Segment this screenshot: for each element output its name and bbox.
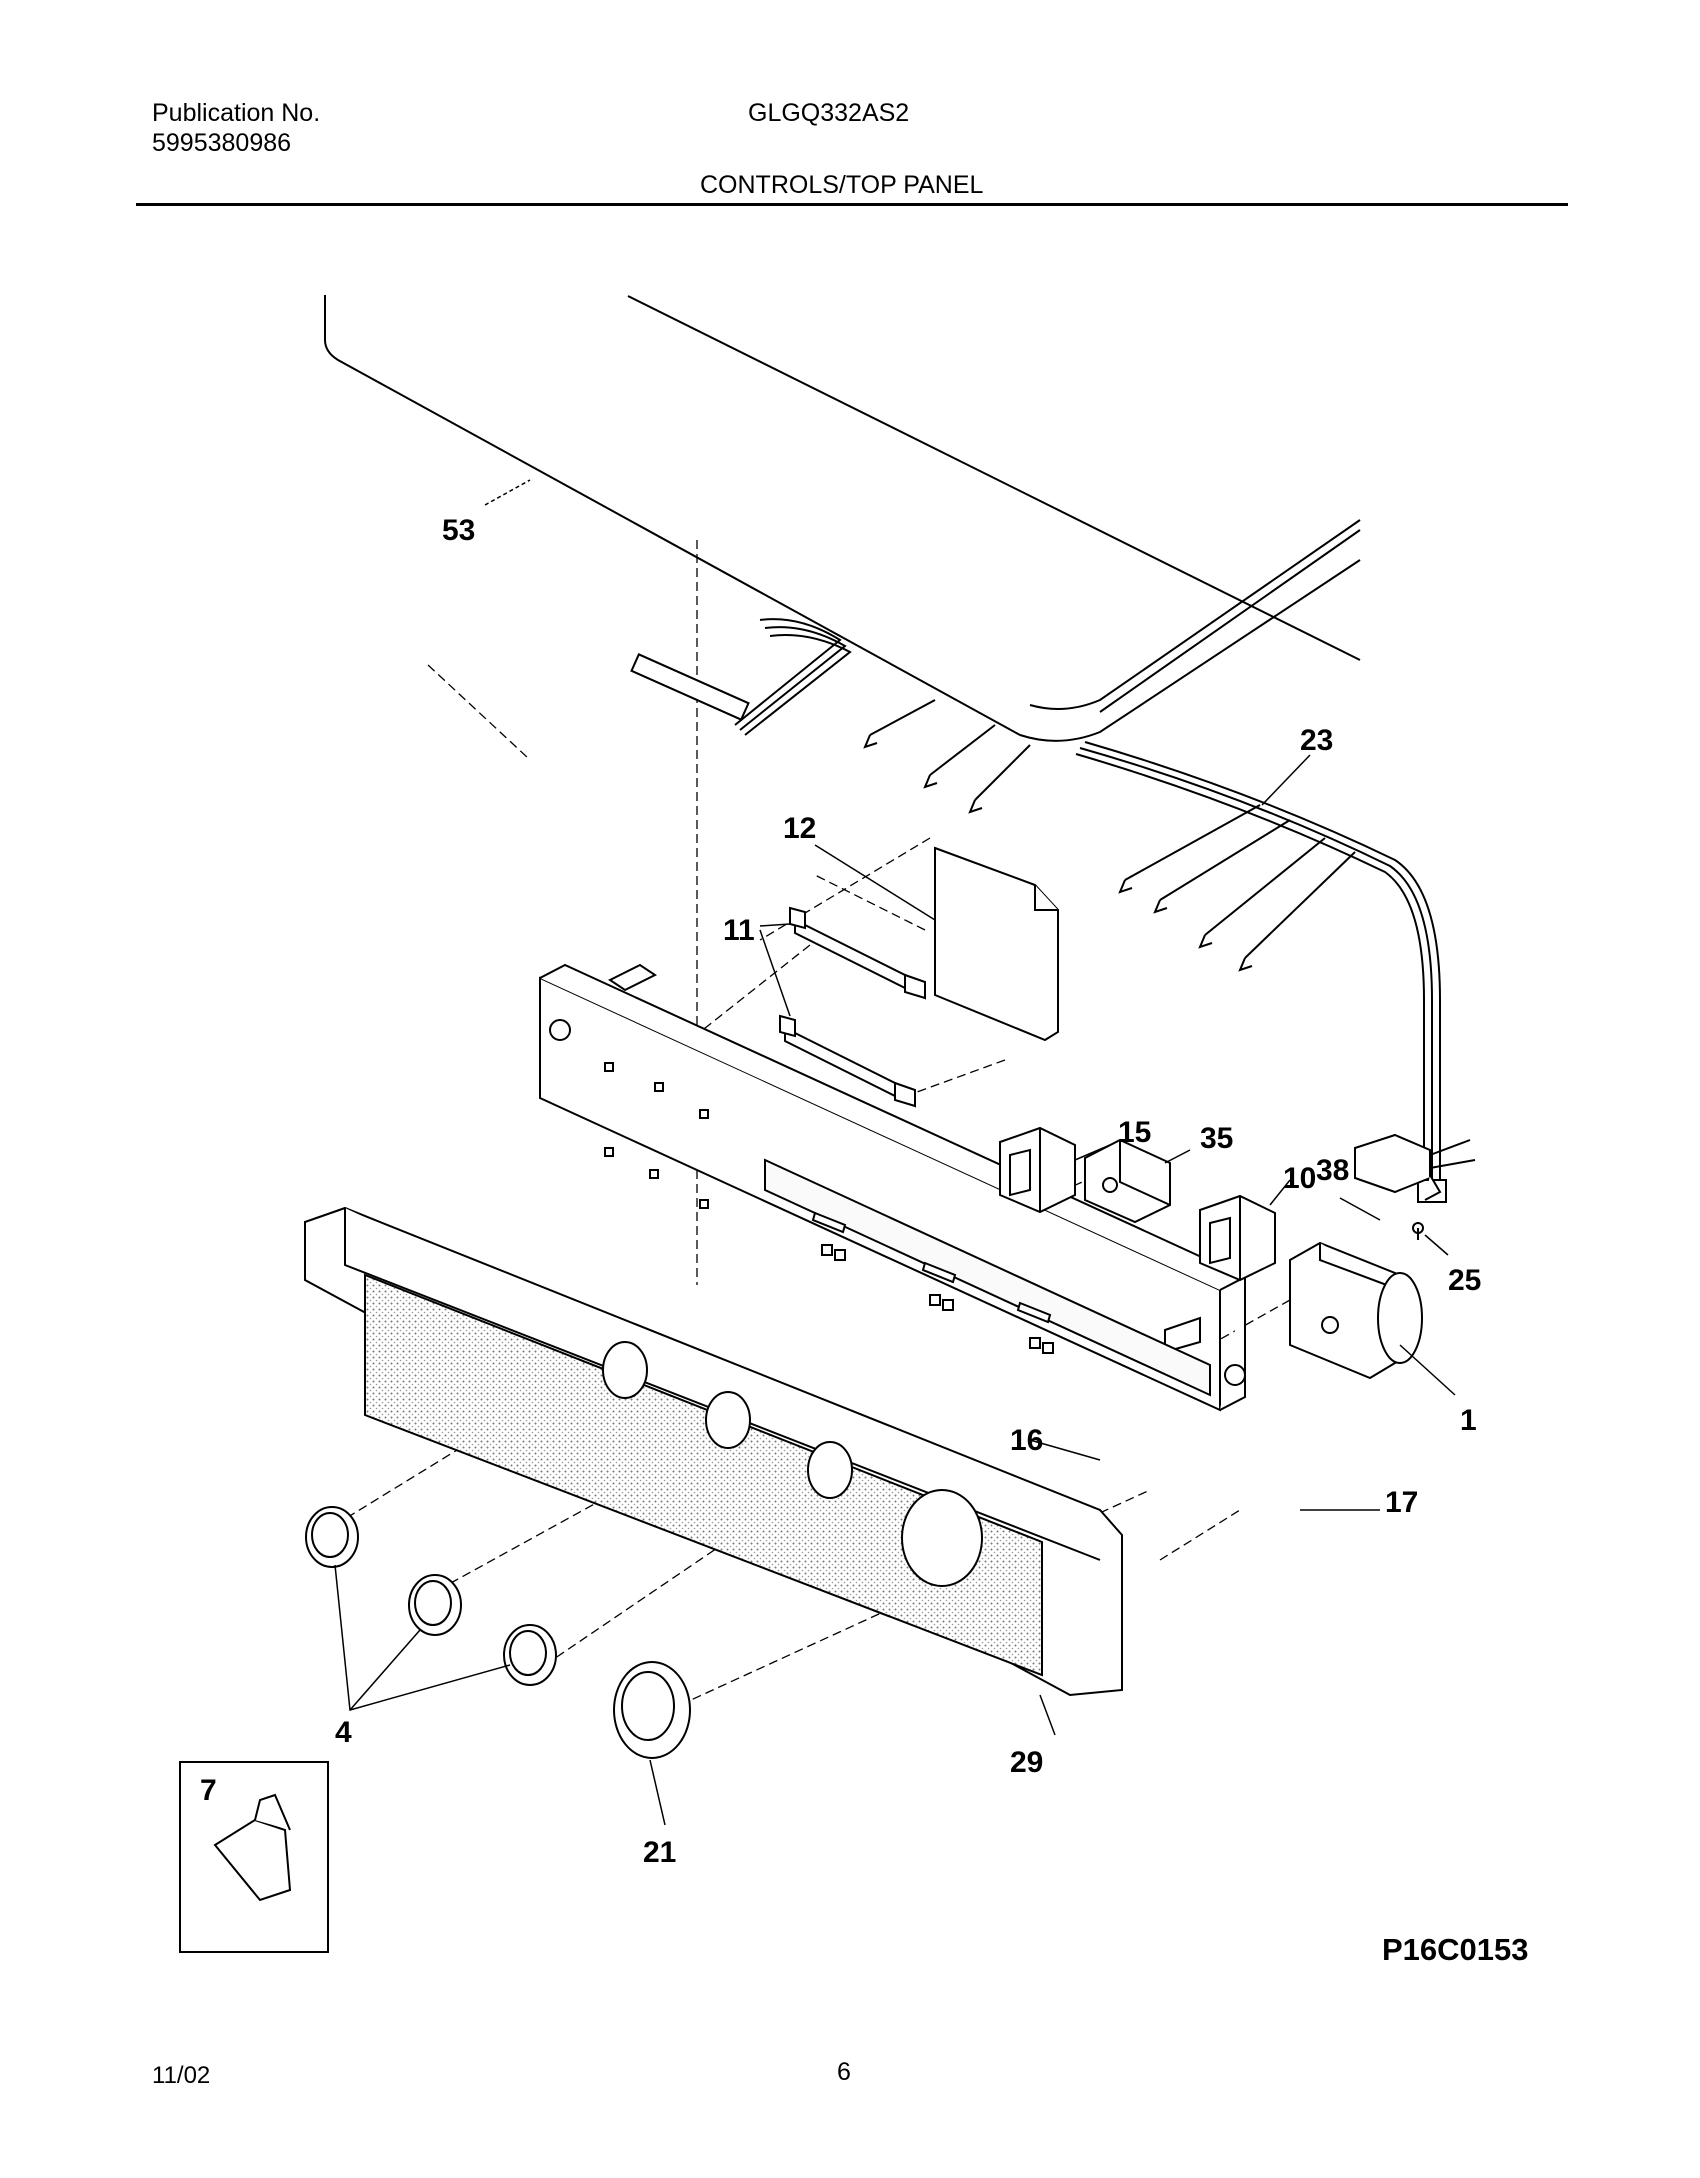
callout-23: 23: [1300, 724, 1333, 757]
control-board: [934, 846, 1059, 1042]
callout-21: 21: [643, 1836, 676, 1869]
footer-date: 11/02: [152, 2062, 211, 2089]
wire-harness: [630, 618, 1447, 1203]
top-panel: [324, 295, 1361, 742]
callout-15: 15: [1118, 1116, 1151, 1149]
pointer-lines: [334, 479, 1456, 1826]
diagram-code: P16C0153: [1382, 1932, 1529, 1967]
switches: [999, 1126, 1276, 1282]
inset-bracket: [179, 1761, 329, 1953]
timer: [1289, 1241, 1423, 1380]
section-title: CONTROLS/TOP PANEL: [700, 171, 984, 199]
knobs: [305, 1506, 691, 1759]
callout-1: 1: [1460, 1404, 1477, 1437]
callout-35: 35: [1200, 1122, 1233, 1155]
buzzer: [1354, 1133, 1476, 1240]
callout-12: 12: [783, 812, 816, 845]
callout-4: 4: [335, 1716, 352, 1749]
callout-53: 53: [442, 514, 475, 547]
callout-38: 38: [1316, 1154, 1349, 1187]
callout-10: 10: [1283, 1162, 1316, 1195]
control-panel-back: [539, 963, 1248, 1412]
board-brackets: [779, 906, 926, 1108]
callout-29: 29: [1010, 1746, 1043, 1779]
selector-switch: [1084, 1138, 1171, 1224]
model-number: GLGQ332AS2: [748, 99, 910, 127]
callout-7: 7: [200, 1774, 217, 1807]
callout-labels: 53 23 12 11 15 35 38 10 25 1 16 17 4 29 …: [200, 514, 1481, 1869]
publication-number: 5995380986: [152, 129, 292, 157]
header-rule: [136, 203, 1568, 206]
callout-25: 25: [1448, 1264, 1481, 1297]
publication-label: Publication No.: [152, 99, 321, 127]
callout-17: 17: [1385, 1486, 1418, 1519]
front-console: [304, 1206, 1123, 1697]
callout-16: 16: [1010, 1424, 1043, 1457]
callout-11: 11: [723, 914, 755, 947]
page-number: 6: [837, 2058, 851, 2086]
